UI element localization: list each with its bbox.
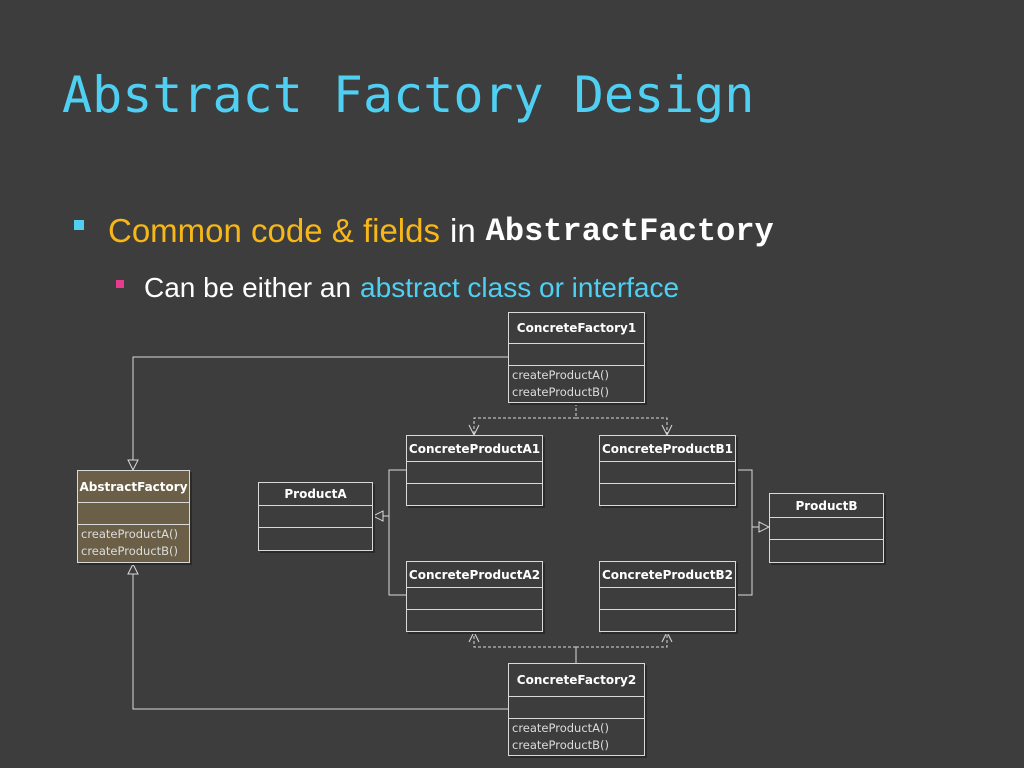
class-operations [600, 484, 735, 506]
slide-title: Abstract Factory Design [62, 66, 755, 124]
class-concrete-factory1: ConcreteFactory1 createProductA() create… [508, 312, 645, 403]
operation: createProductA() [512, 368, 610, 382]
edge-factory1-dep-a1 [474, 417, 576, 435]
edge-factory2-to-abstract [133, 564, 508, 710]
operation: createProductB() [512, 385, 610, 399]
subbullet-square-icon [116, 280, 124, 288]
edge-factory1-dep-b1 [576, 417, 667, 435]
edge-b2-to-productb [736, 527, 753, 596]
edge-b1-to-productb [736, 469, 753, 527]
bullet-connector-text: in [449, 212, 476, 249]
bullet-square-icon [74, 220, 84, 230]
operation: createProductA() [81, 527, 179, 541]
class-operations: createProductA() createProductB() [509, 719, 644, 755]
class-product-a: ProductA [258, 482, 373, 551]
class-attributes [407, 462, 542, 484]
class-name: ConcreteProductB1 [600, 436, 735, 462]
edge-a1-to-producta [388, 469, 406, 516]
class-attributes [770, 518, 883, 540]
class-product-b: ProductB [769, 493, 884, 563]
class-concrete-product-a2: ConcreteProductA2 [406, 561, 543, 632]
operation: createProductA() [512, 721, 610, 735]
class-concrete-product-a1: ConcreteProductA1 [406, 435, 543, 506]
edge-factory2-dep-b2 [576, 632, 667, 648]
edge-factory2-dep-a2 [474, 632, 576, 648]
class-abstract-factory: AbstractFactory createProductA() createP… [77, 470, 190, 563]
class-operations: createProductA() createProductB() [509, 366, 644, 402]
class-concrete-product-b1: ConcreteProductB1 [599, 435, 736, 506]
class-operations: createProductA() createProductB() [78, 525, 189, 561]
class-attributes [600, 462, 735, 484]
class-name: ConcreteFactory1 [509, 313, 644, 344]
bullet-common-code: Common code & fields in AbstractFactory [74, 208, 774, 254]
class-operations [407, 610, 542, 632]
operation: createProductB() [81, 544, 179, 558]
class-attributes [600, 588, 735, 610]
class-concrete-product-b2: ConcreteProductB2 [599, 561, 736, 632]
class-attributes [259, 506, 372, 528]
class-name: ConcreteProductB2 [600, 562, 735, 588]
subbullet-highlight: abstract class or interface [360, 272, 680, 303]
class-attributes [78, 503, 189, 525]
edge-factory1-to-abstract [133, 356, 508, 470]
class-name: ConcreteProductA1 [407, 436, 542, 462]
class-name: ConcreteFactory2 [509, 664, 644, 697]
edge-a2-to-producta [388, 516, 406, 596]
class-name: ConcreteProductA2 [407, 562, 542, 588]
class-attributes [407, 588, 542, 610]
subbullet-plain-text: Can be either an [144, 272, 352, 303]
class-attributes [509, 344, 644, 366]
bullet-highlight: Common code & fields [108, 212, 440, 249]
class-name: ProductA [259, 483, 372, 506]
class-operations [259, 528, 372, 550]
class-concrete-factory2: ConcreteFactory2 createProductA() create… [508, 663, 645, 756]
operation: createProductB() [512, 738, 610, 752]
class-name: ProductB [770, 494, 883, 518]
subbullet-abstract-or-interface: Can be either an abstract class or inter… [116, 268, 679, 308]
bullet-code-text: AbstractFactory [485, 212, 774, 250]
class-operations [770, 540, 883, 562]
class-operations [600, 610, 735, 632]
class-name: AbstractFactory [78, 471, 189, 503]
class-operations [407, 484, 542, 506]
class-attributes [509, 697, 644, 719]
